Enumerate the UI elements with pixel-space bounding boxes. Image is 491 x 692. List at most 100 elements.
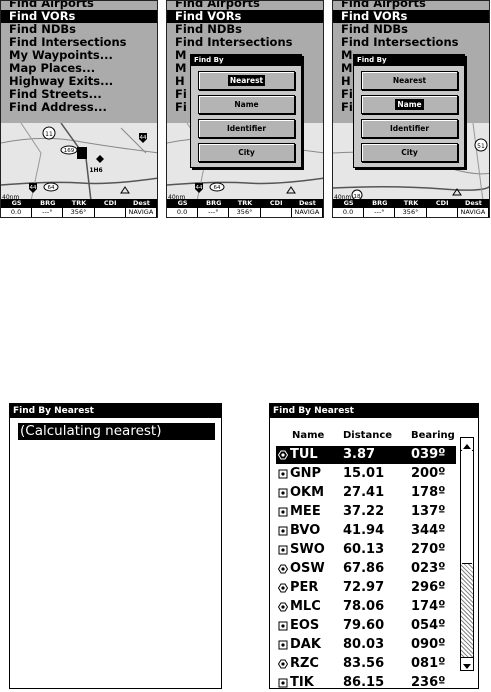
status-val-gs: 0.0 xyxy=(167,208,199,217)
map-scale: 40nm xyxy=(334,194,351,201)
menu-item-truncated[interactable]: Fi xyxy=(341,100,353,114)
menu-item-find-intersections[interactable]: Find Intersections xyxy=(9,35,127,49)
vor-icon xyxy=(278,507,288,517)
waypoint-distance: 86.15 xyxy=(343,675,385,690)
menu-item-find-ndbs[interactable]: Find NDBs xyxy=(341,22,409,36)
waypoint-distance: 79.60 xyxy=(343,618,385,633)
city-button[interactable]: City xyxy=(361,143,458,162)
menu-item-truncated[interactable]: H xyxy=(341,74,351,88)
menu-item-find-streets[interactable]: Find Streets... xyxy=(9,87,102,101)
menu-item-truncated[interactable]: Fi xyxy=(175,100,187,114)
map-graphic: 11 169 44 1H6 64 44 40nm xyxy=(1,123,157,201)
menu-item-my-waypoints[interactable]: My Waypoints... xyxy=(9,48,113,62)
waypoint-name: OSW xyxy=(290,561,325,576)
menu-item-find-ndbs[interactable]: Find NDBs xyxy=(175,22,243,36)
name-button[interactable]: Name xyxy=(361,95,458,114)
menu-item-find-ndbs[interactable]: Find NDBs xyxy=(9,22,77,36)
waypoint-name: TUL xyxy=(290,447,318,462)
nearest-label: Nearest xyxy=(392,76,427,85)
status-head-brg: BRG xyxy=(372,199,388,207)
waypoint-distance: 72.97 xyxy=(343,580,385,595)
name-button[interactable]: Name xyxy=(198,95,295,114)
scrollbar[interactable] xyxy=(460,437,474,671)
menu-item-truncated[interactable]: M xyxy=(175,48,187,62)
menu-item-find-vors[interactable]: Find VORs xyxy=(167,10,323,23)
map-view[interactable]: 11 169 44 1H6 64 44 40nm xyxy=(1,123,157,201)
status-head-dest: Dest xyxy=(465,199,482,207)
waypoint-distance: 60.13 xyxy=(343,542,385,557)
map-label-169: 169 xyxy=(64,148,75,154)
find-by-nearest-calculating-window: Find By Nearest (Calculating nearest) xyxy=(9,403,222,689)
vor-icon xyxy=(278,640,288,650)
waypoint-distance: 3.87 xyxy=(343,447,376,462)
map-label-64: 64 xyxy=(48,185,55,191)
menu-item-find-intersections[interactable]: Find Intersections xyxy=(175,35,293,49)
menu-item-find-airports[interactable]: Find Airports xyxy=(341,0,426,10)
menu-item-truncated[interactable]: M xyxy=(341,48,353,62)
scroll-track[interactable] xyxy=(461,564,473,659)
column-header-distance[interactable]: Distance xyxy=(343,430,393,441)
menu-item-highway-exits[interactable]: Highway Exits... xyxy=(9,74,114,88)
map-label-11: 11 xyxy=(45,131,53,138)
vortac-icon xyxy=(278,602,288,612)
find-by-dialog: Find By Nearest Name Identifier City xyxy=(353,54,465,168)
menu-item-find-vors[interactable]: Find VORs xyxy=(1,10,157,23)
column-header-name[interactable]: Name xyxy=(292,430,325,441)
menu-item-truncated[interactable]: Fi xyxy=(175,87,187,101)
vortac-icon xyxy=(278,564,288,574)
calculating-message: (Calculating nearest) xyxy=(18,423,215,440)
city-label: City xyxy=(401,148,418,157)
vortac-icon xyxy=(278,659,288,669)
waypoint-name: TIK xyxy=(290,675,314,690)
map-scale: 40nm xyxy=(168,194,185,201)
menu-item-truncated[interactable]: M xyxy=(175,61,187,75)
menu-item-find-airports[interactable]: Find Airports xyxy=(9,0,94,10)
identifier-button[interactable]: Identifier xyxy=(361,119,458,138)
vortac-icon xyxy=(278,450,288,460)
status-head-gs: GS xyxy=(343,199,354,207)
identifier-button[interactable]: Identifier xyxy=(198,119,295,138)
scroll-thumb[interactable] xyxy=(462,450,472,564)
menu-item-find-airports[interactable]: Find Airports xyxy=(175,0,260,10)
menu-item-find-address[interactable]: Find Address... xyxy=(9,100,107,114)
menu-item-truncated[interactable]: H xyxy=(175,74,185,88)
menu-item-map-places[interactable]: Map Places... xyxy=(9,61,96,75)
menu-item-truncated[interactable]: M xyxy=(341,61,353,75)
waypoint-distance: 41.94 xyxy=(343,523,385,538)
status-val-trk: 356° xyxy=(63,208,95,217)
status-bar: GS BRG TRK CDI Dest 0.0 ---° 356° NAVIGA xyxy=(333,199,489,217)
vor-icon xyxy=(278,488,288,498)
menu-item-find-vors[interactable]: Find VORs xyxy=(333,10,489,23)
waypoint-bearing: 236º xyxy=(411,675,446,690)
nearest-button[interactable]: Nearest xyxy=(361,71,458,90)
scroll-down-arrow[interactable] xyxy=(461,657,473,670)
status-val-brg: ---° xyxy=(364,208,396,217)
column-header-bearing[interactable]: Bearing xyxy=(411,430,455,441)
status-val-trk: 356° xyxy=(395,208,427,217)
status-val-gs: 0.0 xyxy=(1,208,33,217)
waypoint-bearing: 137º xyxy=(411,504,446,519)
map-scale: 40nm xyxy=(2,194,19,201)
arrow-up-icon xyxy=(463,444,471,449)
map-label-64: 64 xyxy=(214,185,221,191)
nearest-button[interactable]: Nearest xyxy=(198,71,295,90)
menu-item-truncated[interactable]: Fi xyxy=(341,87,353,101)
city-button[interactable]: City xyxy=(198,143,295,162)
status-head-trk: TRK xyxy=(71,199,87,207)
vor-icon xyxy=(278,469,288,479)
menu-item-find-intersections[interactable]: Find Intersections xyxy=(341,35,459,49)
status-bar: GS BRG TRK CDI Dest 0.0 ---° 356° NAVIGA xyxy=(1,199,157,217)
list-item[interactable]: TIK 86.15 236º xyxy=(276,674,456,692)
